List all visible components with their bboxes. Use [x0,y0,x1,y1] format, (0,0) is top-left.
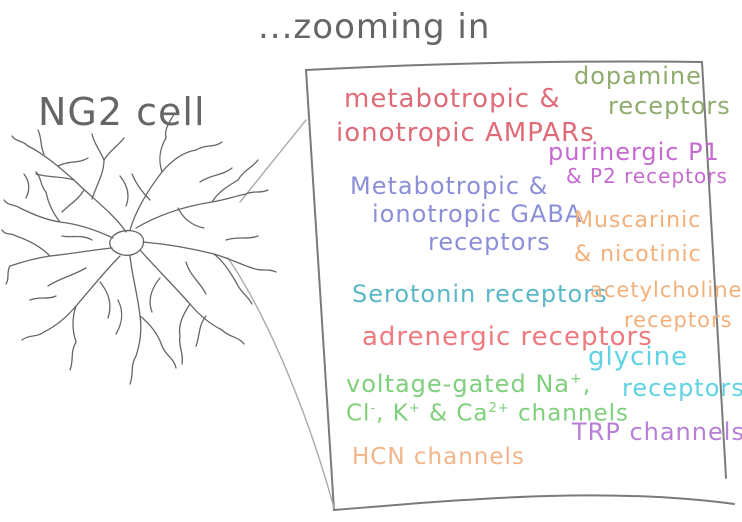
voltage-k: , K [376,400,409,427]
voltage-sup-ca: 2+ [488,401,510,416]
zoom-connector [227,119,335,509]
voltage-cl: Cl [346,400,371,427]
glycine-line1: glycine [588,342,689,372]
zoom-connector-bottom [227,257,335,509]
zoom-box-left-edge [305,69,335,511]
zoom-box-right-edge [701,61,727,479]
acetylcholine-line1: acetylcholine [590,278,742,302]
voltage-gated-line2: Cl-, K+ & Ca2+ channels [346,402,629,426]
dopamine-line1: dopamine [574,62,702,90]
metabotropic-gaba-line2: ionotropic GABA [372,200,583,228]
voltage-sup-cl: - [370,401,377,416]
zooming-in-label: ...zooming in [258,7,491,47]
muscarinic-line1: Muscarinic [574,208,702,233]
acetylcholine-line2: receptors [624,308,733,332]
cell-soma [109,229,145,256]
zoom-box-top-edge [305,60,703,71]
zoom-box [305,60,735,511]
hcn-channels-label: HCN channels [352,444,525,470]
voltage-sup-na: + [569,371,583,387]
serotonin-receptors-label: Serotonin receptors [352,280,608,308]
metabotropic-gaba-line3: receptors [428,228,551,256]
voltage-gated-line1: voltage-gated Na+, [346,372,591,396]
zoom-connector-top [239,119,307,203]
muscarinic-line2: & nicotinic [574,242,702,267]
voltage-sup-k: + [408,401,421,416]
dopamine-line2: receptors [608,92,731,120]
metabotropic-ampa-line2: ionotropic AMPARs [336,118,595,148]
voltage-channels: channels [509,400,629,427]
voltage-gated-text: voltage-gated Na [346,370,570,398]
adrenergic-receptors-label: adrenergic receptors [362,322,653,352]
glycine-line2: receptors [622,374,742,402]
ng2-cell-title: NG2 cell [38,90,206,134]
metabotropic-ampa-line1: metabotropic & [344,84,561,114]
zoom-box-bottom-edge [333,494,735,511]
metabotropic-gaba-line1: Metabotropic & [350,172,549,200]
purinergic-line1: purinergic P1 [548,138,720,166]
voltage-sep: , [582,370,592,398]
voltage-ca: & Ca [420,400,489,427]
purinergic-line2: & P2 receptors [566,164,728,188]
ng2-cell-drawing [1,113,277,385]
trp-channels-label: TRP channels [572,418,742,446]
